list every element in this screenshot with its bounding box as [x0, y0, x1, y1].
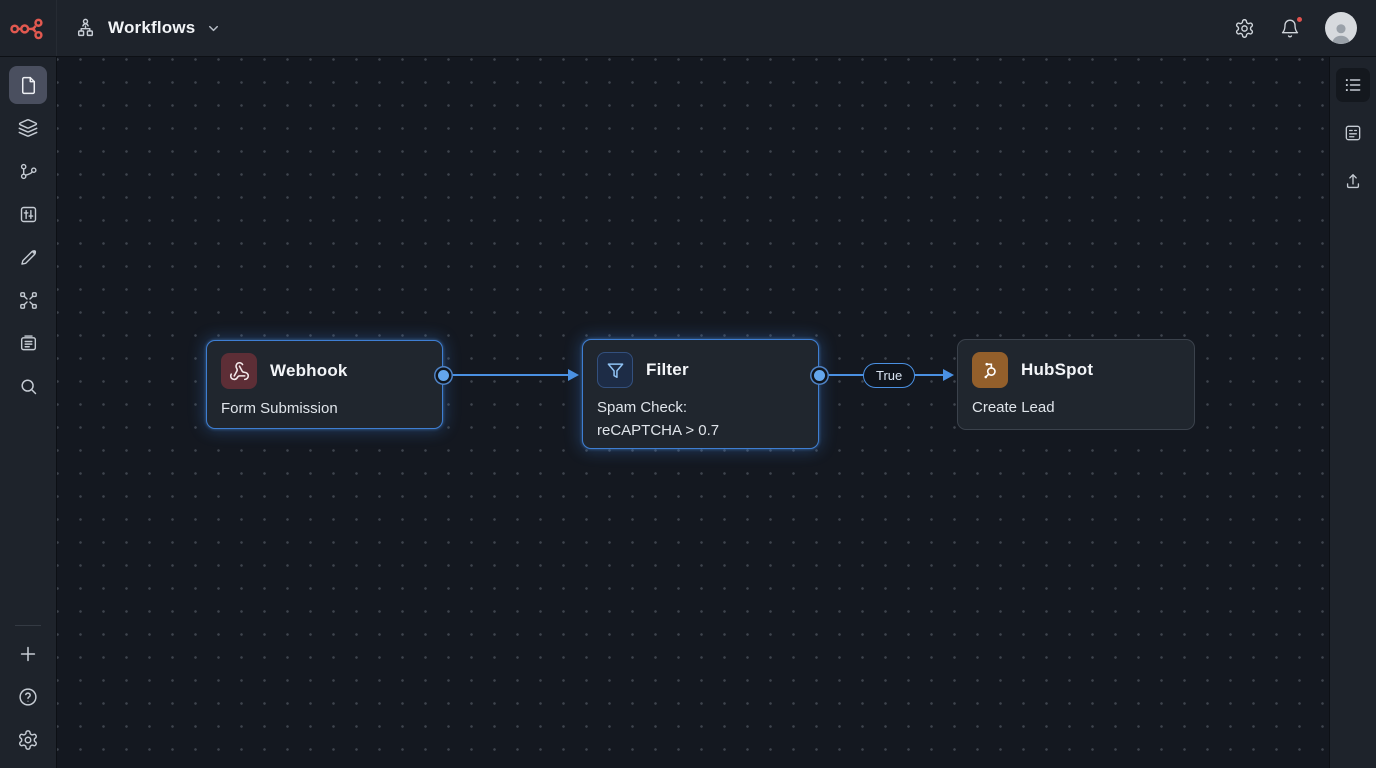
sidebar-item-files[interactable]	[9, 66, 47, 104]
sidebar-bottom-group	[9, 625, 47, 768]
bell-icon	[1281, 19, 1299, 37]
app-logo[interactable]	[0, 0, 57, 56]
outline-list-icon	[1345, 79, 1361, 91]
nodes-icon	[19, 291, 37, 309]
filter-icon	[597, 352, 633, 388]
notifications-button[interactable]	[1280, 14, 1304, 39]
outline-panel-button[interactable]	[1336, 68, 1370, 102]
form-panel-button[interactable]	[1336, 116, 1370, 150]
branch-icon	[20, 163, 37, 179]
export-icon	[1346, 174, 1360, 189]
search-icon	[20, 378, 36, 394]
executions-icon	[20, 334, 36, 350]
webhook-icon	[221, 353, 257, 389]
form-panel-icon	[1345, 125, 1361, 141]
node-hubspot-header: HubSpot	[972, 352, 1180, 388]
node-title: HubSpot	[1021, 360, 1094, 379]
pen-icon	[20, 249, 36, 265]
header-actions	[1234, 12, 1376, 44]
hubspot-icon	[972, 352, 1008, 388]
avatar[interactable]	[1325, 12, 1357, 44]
sliders-icon	[20, 206, 36, 222]
node-subtitle: Create Lead	[972, 399, 1055, 416]
add-button[interactable]	[9, 635, 47, 673]
node-filter-header: Filter	[597, 352, 804, 388]
org-chart-icon	[77, 18, 94, 36]
help-icon	[19, 688, 37, 706]
node-filter[interactable]: Filter Spam Check: reCAPTCHA > 0.7	[582, 339, 819, 449]
sidebar-item-branch[interactable]	[9, 152, 47, 190]
settings-icon	[19, 730, 37, 750]
sidebar-item-pen[interactable]	[9, 238, 47, 276]
layers-icon	[18, 119, 38, 137]
node-title: Filter	[646, 360, 689, 379]
connection-label-true: True	[863, 362, 916, 388]
connection-webhook-filter[interactable]	[448, 374, 570, 376]
sidebar-item-executions[interactable]	[9, 324, 47, 362]
preferences-button[interactable]	[9, 721, 47, 759]
right-sidebar	[1329, 57, 1376, 768]
arrowhead-icon	[568, 368, 579, 381]
node-subtitle: Spam Check: reCAPTCHA > 0.7	[597, 399, 720, 439]
sidebar-divider	[15, 625, 41, 626]
export-button[interactable]	[1336, 164, 1370, 198]
notification-badge	[1295, 14, 1304, 24]
arrowhead-icon	[943, 368, 954, 381]
node-subtitle: Form Submission	[221, 400, 338, 417]
sidebar-item-layers[interactable]	[9, 109, 47, 147]
help-button[interactable]	[9, 678, 47, 716]
sidebar-item-search[interactable]	[9, 367, 47, 405]
top-header: Workflows	[0, 0, 1376, 57]
chevron-down-icon[interactable]	[206, 21, 221, 36]
file-icon	[21, 76, 35, 94]
node-webhook-header: Webhook	[221, 353, 428, 389]
sidebar-item-adjustments[interactable]	[9, 195, 47, 233]
node-webhook[interactable]: Webhook Form Submission	[206, 340, 443, 429]
plus-icon	[20, 646, 36, 662]
page-title: Workflows	[108, 18, 196, 37]
sidebar-item-integrations[interactable]	[9, 281, 47, 319]
output-port-filter[interactable]	[814, 369, 825, 381]
gear-icon	[1235, 18, 1254, 38]
left-sidebar	[0, 57, 57, 768]
workflow-title-group[interactable]: Workflows	[74, 17, 221, 40]
node-title: Webhook	[270, 361, 348, 380]
settings-button[interactable]	[1234, 18, 1255, 39]
person-icon	[1331, 24, 1351, 44]
app-logo-icon	[10, 18, 43, 40]
workflow-canvas[interactable]: Webhook Form Submission Filter Spam Chec…	[57, 57, 1329, 768]
node-hubspot[interactable]: HubSpot Create Lead	[957, 339, 1195, 430]
output-port-webhook[interactable]	[438, 369, 449, 381]
